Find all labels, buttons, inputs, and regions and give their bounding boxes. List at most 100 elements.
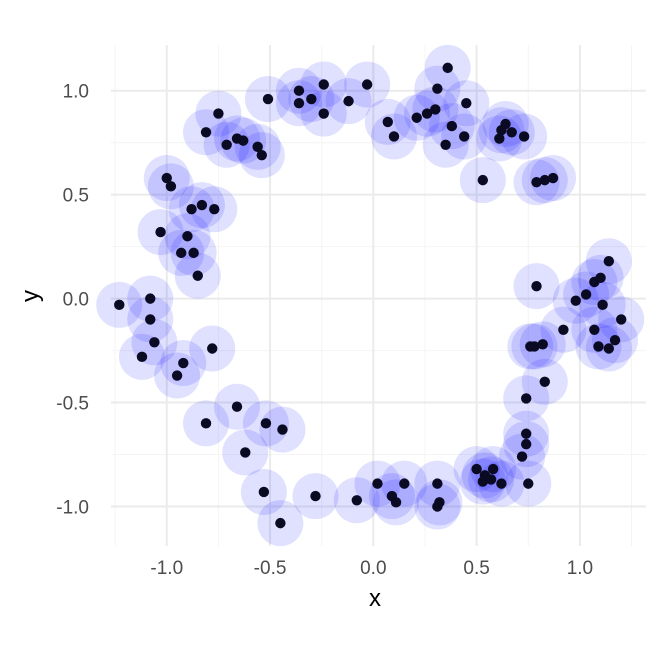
data-point: [318, 79, 329, 90]
data-point: [361, 79, 373, 90]
data-point: [382, 116, 393, 128]
data-point: [240, 447, 251, 458]
data-point: [442, 62, 453, 74]
data-point: [411, 112, 422, 123]
data-point: [390, 497, 402, 508]
x-axis-title: x: [369, 585, 381, 612]
data-point: [200, 127, 212, 138]
y-tick-label: -0.5: [56, 394, 89, 415]
data-point: [182, 231, 193, 242]
x-axis-ticks: -1.0 -0.5 0.0 0.5 1.0: [150, 558, 593, 579]
data-point: [432, 83, 443, 94]
data-point: [589, 324, 600, 336]
data-point: [471, 463, 482, 475]
data-point: [114, 299, 125, 311]
data-point: [310, 490, 321, 502]
data-point: [485, 474, 497, 485]
data-point: [477, 174, 489, 186]
data-point: [477, 476, 489, 487]
data-point: [593, 341, 604, 352]
data-point: [520, 428, 532, 439]
data-point: [539, 174, 550, 186]
data-point: [399, 478, 410, 489]
data-point: [231, 401, 243, 412]
data-point: [252, 141, 263, 153]
data-point: [262, 93, 274, 105]
data-point: [446, 120, 458, 132]
data-point: [256, 149, 267, 161]
data-point: [196, 199, 208, 211]
data-point: [461, 98, 472, 109]
data-point: [496, 125, 507, 136]
x-tick-label: 1.0: [567, 558, 593, 579]
grid-major: [111, 45, 646, 546]
data-point: [343, 95, 354, 107]
data-point: [200, 418, 212, 429]
data-point: [145, 293, 156, 304]
data-point: [165, 181, 177, 192]
data-point: [207, 343, 218, 354]
x-tick-label: -1.0: [150, 558, 183, 579]
data-point: [277, 424, 288, 435]
data-point: [188, 247, 199, 259]
data-point: [531, 177, 542, 188]
data-point: [145, 314, 156, 325]
data-point: [516, 451, 528, 462]
y-tick-label: 1.0: [63, 82, 89, 103]
data-point: [161, 172, 172, 184]
data-point: [388, 131, 400, 142]
data-point: [351, 495, 363, 506]
data-point: [537, 339, 548, 350]
data-point: [459, 131, 470, 142]
data-point: [136, 351, 148, 363]
grid-minor: [111, 45, 646, 546]
data-point: [616, 314, 627, 325]
data-point: [531, 280, 542, 292]
data-point: [539, 376, 550, 387]
data-point: [213, 108, 224, 119]
point-layer: [114, 62, 627, 529]
y-tick-label: -1.0: [56, 498, 89, 519]
data-point: [487, 463, 499, 475]
data-point: [178, 357, 189, 369]
data-point: [171, 370, 183, 381]
data-point: [176, 247, 187, 259]
y-tick-label: 0.5: [63, 186, 89, 207]
data-point: [421, 108, 433, 119]
data-point: [494, 133, 505, 144]
data-point: [372, 478, 383, 489]
data-point: [603, 255, 615, 267]
y-axis-ticks: -1.0 -0.5 0.0 0.5 1.0: [56, 82, 89, 519]
data-point: [209, 204, 220, 215]
x-tick-label: 0.5: [463, 558, 489, 579]
data-point: [609, 334, 621, 346]
data-point: [293, 98, 305, 109]
data-point: [192, 270, 203, 281]
data-point: [306, 93, 317, 105]
data-point: [520, 438, 532, 450]
data-point: [432, 478, 443, 489]
data-point: [525, 341, 536, 352]
data-point: [430, 104, 441, 115]
data-point: [520, 393, 532, 404]
data-point: [580, 289, 592, 300]
data-point: [440, 139, 451, 150]
data-point: [589, 276, 600, 288]
y-axis-title: y: [17, 290, 44, 302]
data-point: [293, 85, 305, 96]
data-point: [597, 299, 608, 311]
data-point: [523, 478, 534, 489]
data-point: [258, 486, 270, 498]
x-tick-label: 0.0: [360, 558, 386, 579]
y-tick-label: 0.0: [63, 290, 89, 311]
data-point: [496, 478, 507, 489]
data-point: [506, 127, 517, 138]
x-tick-label: -0.5: [254, 558, 287, 579]
data-point: [275, 517, 286, 529]
data-point: [186, 204, 197, 215]
data-point: [318, 108, 329, 119]
data-point: [603, 343, 615, 354]
data-point: [155, 226, 166, 238]
